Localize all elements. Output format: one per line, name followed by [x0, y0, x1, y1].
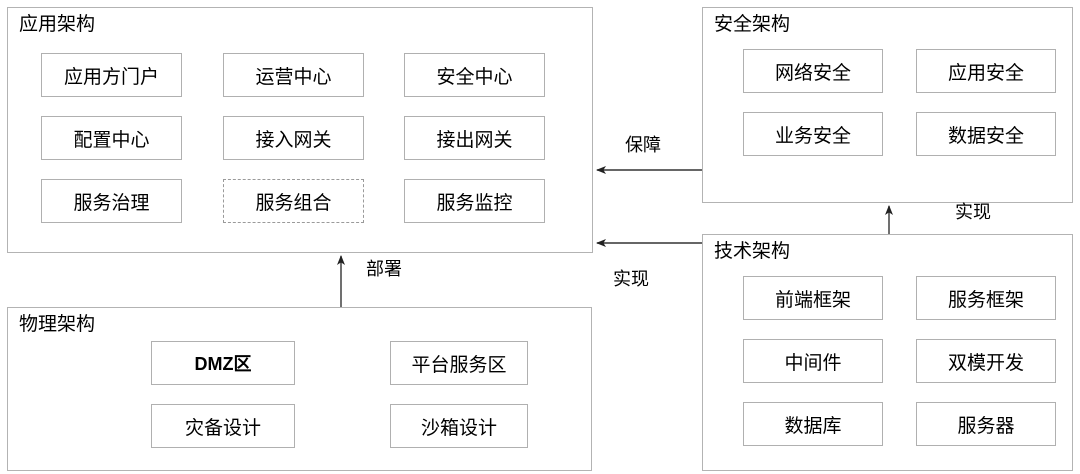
node-security-1[interactable]: 应用安全 — [916, 49, 1056, 93]
connection-label-security-to-application: 保障 — [625, 135, 661, 155]
connection-label-technical-to-application: 实现 — [613, 269, 649, 289]
group-title-physical: 物理架构 — [19, 314, 96, 335]
node-application-6[interactable]: 服务治理 — [41, 179, 182, 223]
node-technical-4[interactable]: 数据库 — [743, 402, 883, 446]
node-technical-2[interactable]: 中间件 — [743, 339, 883, 383]
connection-label-physical-to-application: 部署 — [366, 259, 402, 279]
node-physical-0[interactable]: DMZ区 — [151, 341, 295, 385]
node-application-3[interactable]: 配置中心 — [41, 116, 182, 160]
group-physical: 物理架构 DMZ区 平台服务区灾备设计 沙箱设计 — [7, 307, 592, 471]
node-technical-3[interactable]: 双模开发 — [916, 339, 1056, 383]
node-security-2[interactable]: 业务安全 — [743, 112, 883, 156]
connection-label-technical-to-security: 实现 — [955, 202, 991, 222]
group-application: 应用架构应用方门户运营中心安全中心配置中心接入网关接出网关服务治理服务组合服务监… — [7, 7, 593, 253]
node-technical-5[interactable]: 服务器 — [916, 402, 1056, 446]
node-application-0[interactable]: 应用方门户 — [41, 53, 182, 97]
group-technical: 技术架构前端框架服务框架中间件双模开发数据库服务器 — [702, 234, 1073, 471]
node-application-2[interactable]: 安全中心 — [404, 53, 545, 97]
node-application-4[interactable]: 接入网关 — [223, 116, 364, 160]
node-security-0[interactable]: 网络安全 — [743, 49, 883, 93]
node-application-1[interactable]: 运营中心 — [223, 53, 364, 97]
node-physical-1[interactable]: 平台服务区 — [390, 341, 528, 385]
group-title-technical: 技术架构 — [714, 241, 791, 262]
node-application-8[interactable]: 服务监控 — [404, 179, 545, 223]
node-application-5[interactable]: 接出网关 — [404, 116, 545, 160]
node-application-7[interactable]: 服务组合 — [223, 179, 364, 223]
group-title-application: 应用架构 — [19, 14, 96, 35]
node-security-3[interactable]: 数据安全 — [916, 112, 1056, 156]
node-technical-0[interactable]: 前端框架 — [743, 276, 883, 320]
node-physical-3[interactable]: 沙箱设计 — [390, 404, 528, 448]
group-title-security: 安全架构 — [714, 14, 791, 35]
node-physical-2[interactable]: 灾备设计 — [151, 404, 295, 448]
group-security: 安全架构网络安全应用安全业务安全数据安全 — [702, 7, 1073, 203]
node-technical-1[interactable]: 服务框架 — [916, 276, 1056, 320]
